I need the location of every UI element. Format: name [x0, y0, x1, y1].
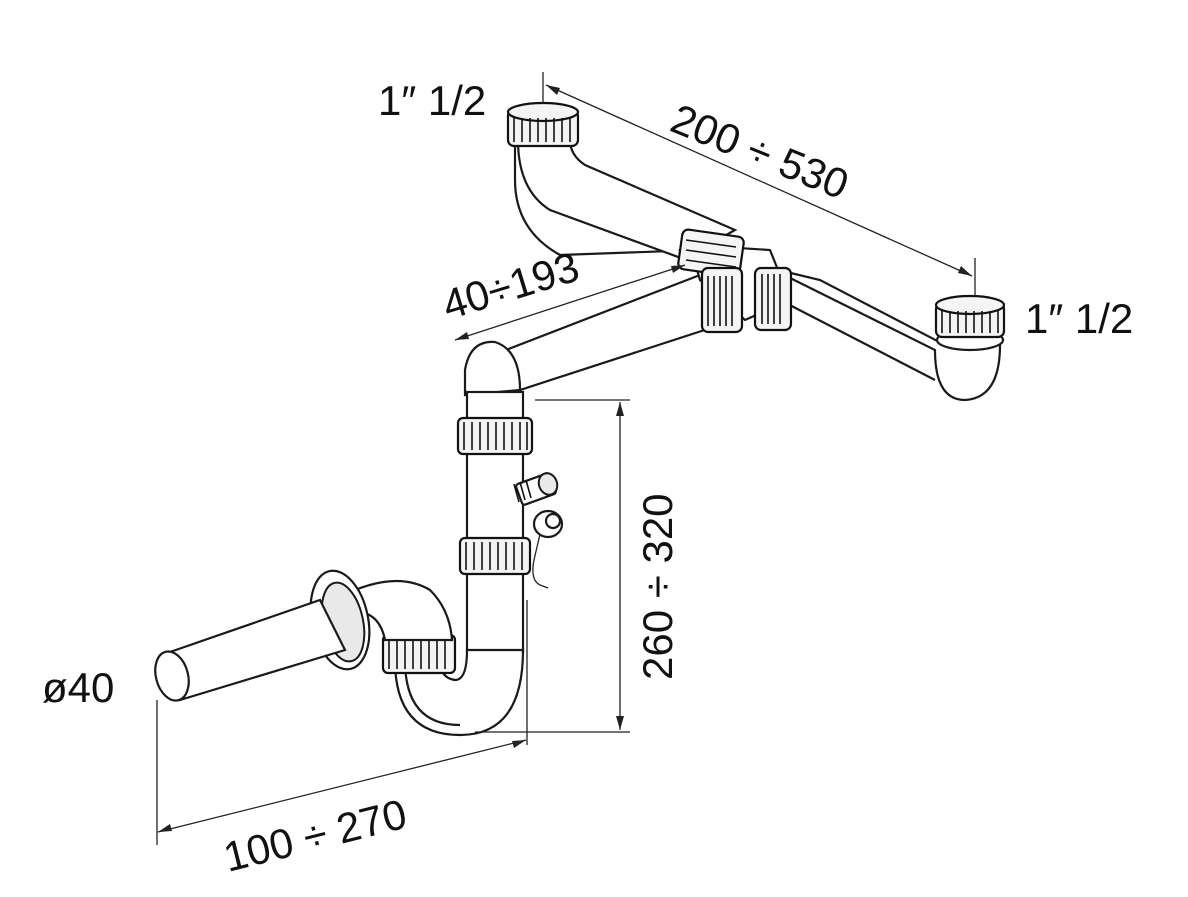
label-branch-span: 40÷193 [437, 243, 584, 329]
dimension-top-span [542, 72, 976, 296]
label-outlet-diameter: ø40 [42, 664, 114, 711]
lower-vertical-nut [458, 536, 532, 576]
label-height-span: 260 ÷ 320 [634, 493, 681, 680]
spigot-cap [532, 509, 564, 589]
dimension-branch-span [454, 264, 686, 341]
label-inlet-left: 1″ 1/2 [378, 77, 486, 124]
outlet-pipe [154, 598, 347, 702]
right-branch-pipe [769, 266, 1005, 402]
dimension-outlet-span [156, 600, 528, 845]
side-spigot [513, 472, 559, 506]
left-inlet-nut [506, 101, 580, 148]
right-inlet-nut [934, 294, 1006, 339]
label-inlet-right: 1″ 1/2 [1025, 295, 1133, 342]
dimension-height-span [475, 399, 630, 733]
left-inlet-pipe [513, 138, 738, 267]
upper-vertical-nut [456, 416, 534, 456]
label-outlet-span: 100 ÷ 270 [219, 790, 411, 881]
tee-fitting [677, 228, 793, 334]
